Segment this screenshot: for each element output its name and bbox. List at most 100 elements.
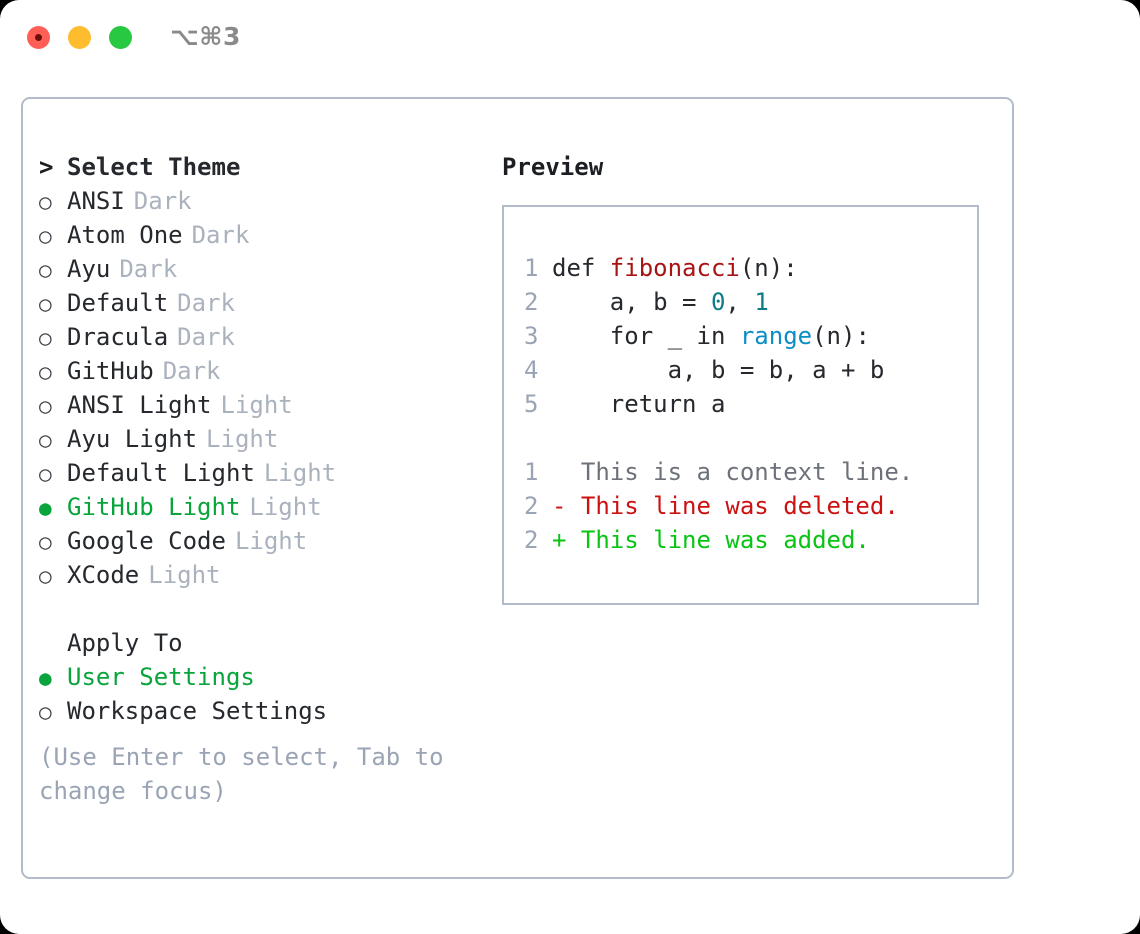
theme-variant-badge: Dark <box>177 323 235 351</box>
minimize-button[interactable] <box>68 26 91 49</box>
theme-name: GitHub <box>67 357 154 385</box>
code-token-plain: a, b = b, a + b <box>552 356 885 384</box>
line-number: 1 <box>524 254 539 282</box>
section-gap <box>39 592 479 626</box>
code-token-plain: return a <box>552 390 726 418</box>
diff-line-text: This is a context line. <box>552 458 914 486</box>
theme-list-item[interactable]: ○ ANSI Light Light <box>39 388 479 422</box>
code-line-text: a, b = b, a + b <box>552 353 885 387</box>
theme-name: GitHub Light <box>67 493 241 521</box>
radio-unselected-icon: ○ <box>39 326 52 350</box>
code-token-fn: fibonacci <box>609 254 740 282</box>
theme-name: XCode <box>67 561 140 589</box>
theme-variant-badge: Light <box>263 459 337 487</box>
diff-line: 1 This is a context line. <box>524 455 977 489</box>
radio-unselected-icon: ○ <box>39 360 52 384</box>
maximize-button[interactable] <box>109 26 132 49</box>
theme-list-item[interactable]: ○ XCode Light <box>39 558 479 592</box>
code-line-text: a, b = 0, 1 <box>552 285 769 319</box>
theme-list-item[interactable]: ○ ANSI Dark <box>39 184 479 218</box>
code-line: 4 a, b = b, a + b <box>524 353 977 387</box>
close-button[interactable] <box>27 26 50 49</box>
radio-unselected-icon: ○ <box>39 564 52 588</box>
code-diff-gap <box>524 421 977 455</box>
radio-unselected-icon: ○ <box>39 292 52 316</box>
code-token-plain: def <box>552 254 610 282</box>
window-controls <box>27 26 132 49</box>
code-token-num: 1 <box>754 288 769 316</box>
theme-list-item[interactable]: ○ GitHub Dark <box>39 354 479 388</box>
diff-line-text: - This line was deleted. <box>552 492 899 520</box>
line-number: 4 <box>524 356 539 384</box>
code-token-plain: a, b = <box>552 288 711 316</box>
radio-unselected-icon: ○ <box>39 700 52 724</box>
theme-list-item[interactable]: ○ Default Dark <box>39 286 479 320</box>
title-bar: ⌥⌘3 <box>0 0 1140 78</box>
theme-name: Default Light <box>67 459 255 487</box>
diff-line: 2+ This line was added. <box>524 523 977 557</box>
apply-to-bullet-placeholder <box>39 627 67 661</box>
apply-to-label: User Settings <box>67 663 255 691</box>
theme-variant-badge: Dark <box>133 187 192 215</box>
code-line-text: return a <box>552 387 726 421</box>
theme-name: Dracula <box>67 323 169 351</box>
code-line-text: def fibonacci(n): <box>552 251 798 285</box>
theme-variant-badge: Light <box>234 527 308 555</box>
theme-variant-badge: Dark <box>162 357 221 385</box>
apply-to-title: Apply To <box>67 629 183 657</box>
code-token-plain: (n): <box>812 322 870 350</box>
select-theme-header: > Select Theme <box>39 150 479 184</box>
radio-unselected-icon: ○ <box>39 394 52 418</box>
line-number: 3 <box>524 322 539 350</box>
line-number: 2 <box>524 526 539 554</box>
theme-name: Atom One <box>67 221 183 249</box>
line-number: 2 <box>524 288 539 316</box>
line-number: 1 <box>524 458 539 486</box>
radio-unselected-icon: ○ <box>39 530 52 554</box>
theme-variant-badge: Light <box>206 425 279 453</box>
code-line-text: for _ in range(n): <box>552 319 870 353</box>
code-line: 1 def fibonacci(n): <box>524 251 977 285</box>
theme-name: Ayu Light <box>67 425 198 453</box>
theme-name: Google Code <box>67 527 226 555</box>
radio-unselected-icon: ○ <box>39 258 52 282</box>
line-number: 2 <box>524 492 539 520</box>
apply-to-label: Workspace Settings <box>67 697 328 725</box>
code-line: 2 a, b = 0, 1 <box>524 285 977 319</box>
theme-variant-badge: Light <box>148 561 221 589</box>
radio-unselected-icon: ○ <box>39 428 52 452</box>
apply-to-item[interactable]: ●User Settings <box>39 660 479 694</box>
theme-name: ANSI <box>67 187 125 215</box>
radio-unselected-icon: ○ <box>39 190 52 214</box>
theme-list-item[interactable]: ○ Google Code Light <box>39 524 479 558</box>
theme-list-item[interactable]: ○ Dracula Dark <box>39 320 479 354</box>
radio-unselected-icon: ○ <box>39 462 52 486</box>
code-token-plain: (n): <box>739 254 798 282</box>
theme-variant-badge: Light <box>220 391 293 419</box>
radio-selected-icon: ● <box>39 496 52 520</box>
theme-name: Default <box>67 289 169 317</box>
theme-list-item[interactable]: ○ Default Light Light <box>39 456 479 490</box>
code-token-plain: , <box>725 288 755 316</box>
theme-variant-badge: Dark <box>191 221 250 249</box>
theme-list-item[interactable]: ○ Ayu Light Light <box>39 422 479 456</box>
code-token-num: 0 <box>710 288 726 316</box>
diff-sample: 1 This is a context line. 2 - This line wa… <box>524 455 977 557</box>
diff-line: 2 - This line was deleted. <box>524 489 977 523</box>
theme-variant-badge: Dark <box>177 289 235 317</box>
theme-name: Ayu <box>67 255 111 283</box>
apply-to-item[interactable]: ○ Workspace Settings <box>39 694 479 728</box>
theme-name: ANSI Light <box>67 391 212 419</box>
line-number: 5 <box>524 390 539 418</box>
preview-title: Preview <box>502 153 604 181</box>
